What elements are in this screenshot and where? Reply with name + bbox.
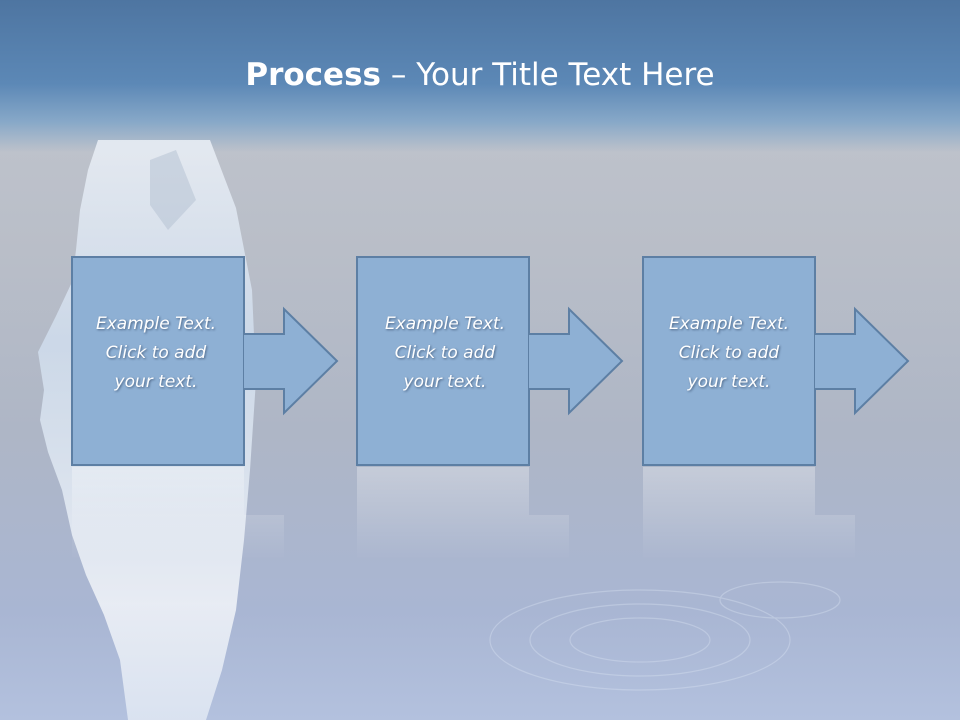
step-3-line-1: Example Text. [668,314,790,334]
step-2-reflection [357,467,569,560]
step-2-shape[interactable] [356,256,624,466]
step-2-line-3: your text. [403,372,487,392]
step-1-arrow[interactable] [244,306,339,416]
step-2-box[interactable] [356,256,530,466]
step-3-box[interactable] [642,256,816,466]
step-3-line-2: Click to add [678,343,780,363]
step-1-shape[interactable] [71,256,339,466]
title-rest: – Your Title Text Here [381,57,715,93]
step-1-line-3: your text. [114,372,198,392]
step-2-text[interactable]: Example Text. Click to add your text. [361,310,529,397]
step-3-reflection [643,467,855,560]
step-2-arrow[interactable] [529,306,624,416]
step-reflections [72,467,855,560]
title-band [0,0,960,152]
step-1-reflection [72,467,284,560]
step-3-shape[interactable] [642,256,910,466]
step-2-line-2: Click to add [394,343,496,363]
step-1-box[interactable] [71,256,245,466]
step-2-line-1: Example Text. [384,314,506,334]
step-1-line-1: Example Text. [95,314,217,334]
step-3-line-3: your text. [687,372,771,392]
title-bold: Process [245,57,381,93]
slide-title[interactable]: Process – Your Title Text Here [0,52,960,98]
step-1-text[interactable]: Example Text. Click to add your text. [72,310,240,397]
step-1-line-2: Click to add [105,343,207,363]
step-3-arrow[interactable] [815,306,910,416]
step-3-text[interactable]: Example Text. Click to add your text. [645,310,813,397]
